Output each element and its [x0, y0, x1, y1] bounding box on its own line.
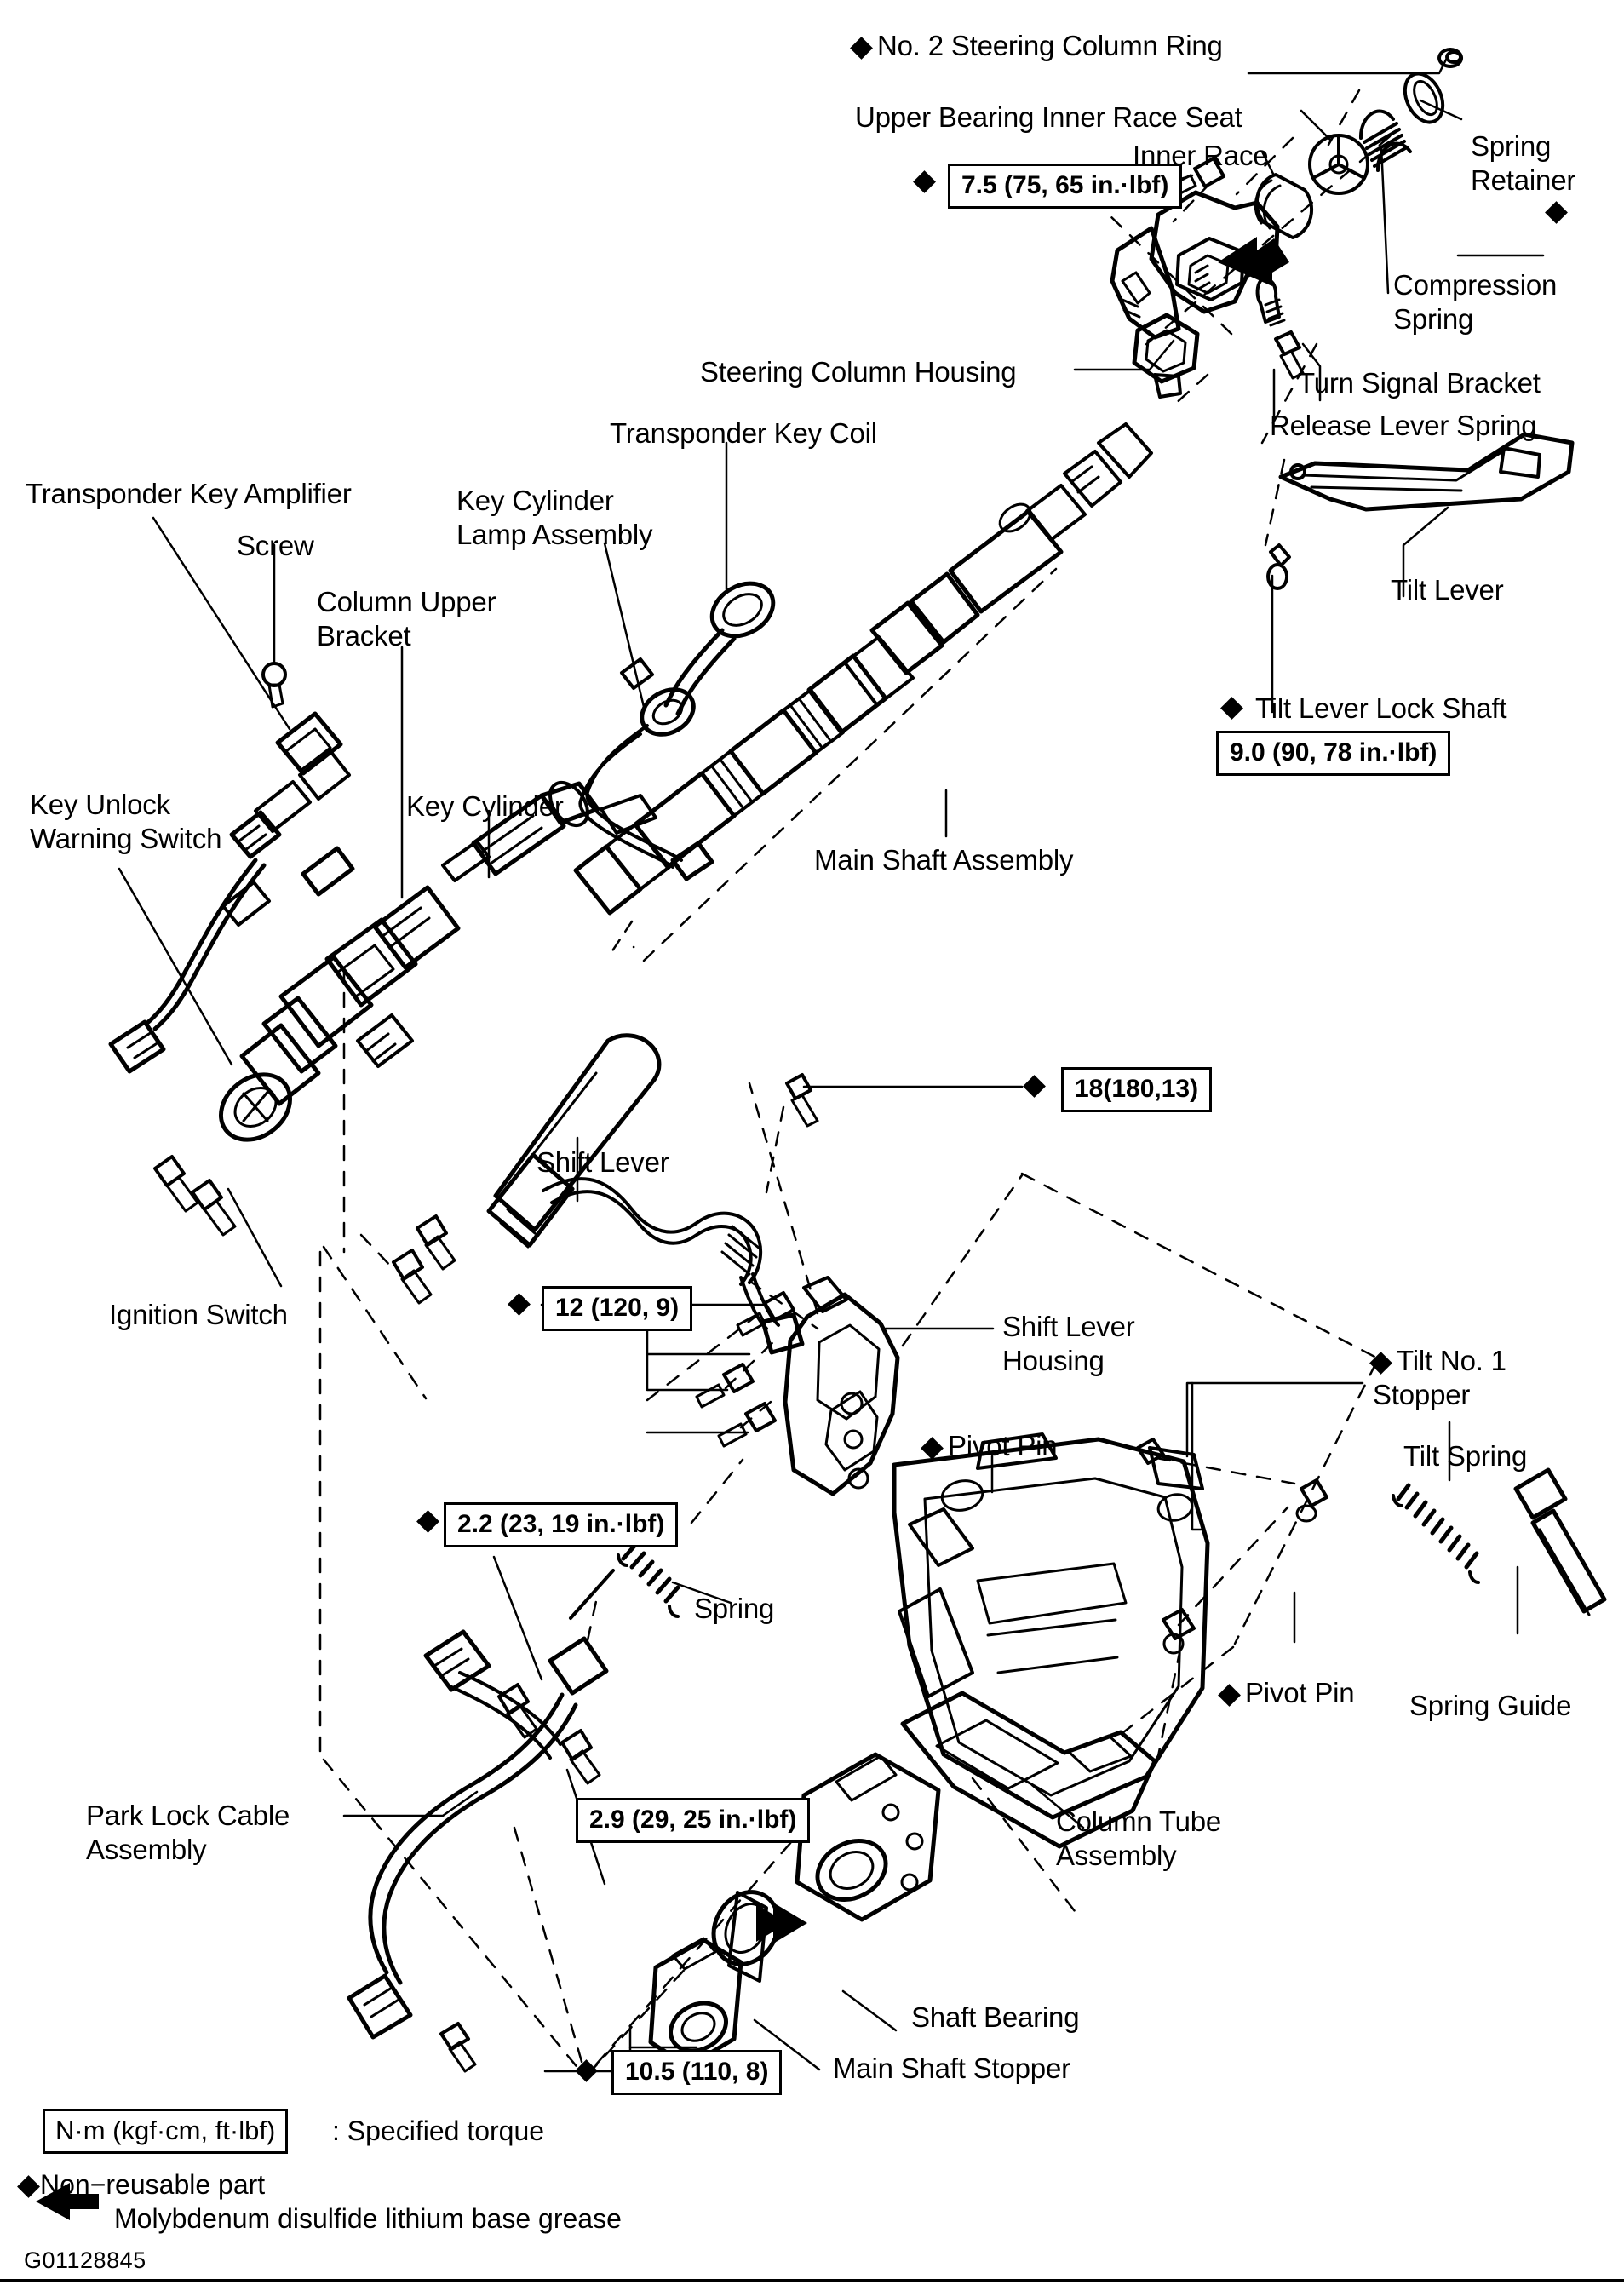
diamond-icon-shift-lever-housing — [508, 1293, 531, 1316]
label-shaft-bearing: Shaft Bearing — [911, 2001, 1080, 2033]
label-inner-race: Inner Race — [1133, 140, 1269, 171]
torque-spec-park-lock-cable-upper: 2.2 (23, 19 in.·lbf) — [444, 1502, 679, 1547]
label-ignition-switch: Ignition Switch — [109, 1299, 288, 1330]
legend-torque-units-box: N·m (kgf·cm, ft·lbf) — [43, 2109, 289, 2154]
diamond-icon-spring-retainer — [1545, 201, 1568, 224]
diamond-icon-tilt-lever-lock-shaft — [1220, 697, 1243, 720]
torque-spec-park-lock-cable-lower: 2.9 (29, 25 in.·lbf) — [576, 1798, 811, 1843]
label-tilt-lever-lock-shaft: Tilt Lever Lock Shaft — [1255, 692, 1507, 724]
figure-id: G01128845 — [24, 2248, 146, 2273]
legend-non-reusable: Non−reusable part — [17, 2168, 265, 2201]
diamond-icon-tilt-no1-stopper — [1369, 1352, 1392, 1375]
label-turn-signal-bracket: Turn Signal Bracket — [1298, 367, 1541, 399]
diamond-icon-park-lock-upper — [416, 1510, 439, 1533]
label-pivot-pin-lower: Pivot Pin — [1218, 1676, 1355, 1710]
label-main-shaft-assembly: Main Shaft Assembly — [814, 844, 1074, 876]
bottom-rule — [0, 2279, 1624, 2282]
label-no2-steering-column-ring: No. 2 Steering Column Ring — [850, 29, 1223, 63]
diamond-icon-no2-ring — [850, 37, 873, 60]
label-tilt-spring: Tilt Spring — [1403, 1440, 1528, 1472]
diamond-icon-shift-lever-bolt — [1023, 1075, 1046, 1098]
diamond-icon-main-shaft-stopper — [575, 2059, 598, 2082]
torque-spec-upper-bearing: 7.5 (75, 65 in.·lbf) — [948, 164, 1183, 209]
label-key-cylinder: Key Cylinder — [406, 790, 564, 822]
label-tilt-lever: Tilt Lever — [1391, 574, 1504, 606]
torque-spec-tilt-lever-lock-shaft: 9.0 (90, 78 in.·lbf) — [1216, 731, 1451, 776]
label-spring: Spring — [694, 1593, 775, 1624]
torque-spec-main-shaft-stopper: 10.5 (110, 8) — [611, 2050, 783, 2095]
label-steering-column-housing: Steering Column Housing — [700, 356, 1017, 388]
label-shift-lever: Shift Lever — [537, 1146, 669, 1178]
label-transponder-key-coil: Transponder Key Coil — [610, 417, 877, 449]
diamond-icon-torque-upper-bearing — [913, 170, 936, 193]
label-screw: Screw — [237, 530, 314, 561]
label-spring-guide: Spring Guide — [1409, 1690, 1572, 1721]
diamond-icon-legend — [17, 2175, 40, 2198]
diamond-icon-pivot-pin-upper — [921, 1437, 944, 1460]
legend-torque-meaning: : Specified torque — [332, 2116, 545, 2146]
label-main-shaft-stopper: Main Shaft Stopper — [833, 2052, 1070, 2084]
label-pivot-pin-upper: Pivot Pin — [921, 1429, 1058, 1463]
label-transponder-key-amplifier: Transponder Key Amplifier — [26, 478, 352, 509]
torque-spec-shift-lever-bolt: 18(180,13) — [1061, 1067, 1213, 1112]
legend-grease: Molybdenum disulfide lithium base grease — [114, 2203, 622, 2234]
label-upper-bearing-inner-race-seat: Upper Bearing Inner Race Seat — [855, 101, 1242, 133]
torque-spec-shift-lever-housing: 12 (120, 9) — [542, 1286, 693, 1331]
diamond-icon-pivot-pin-lower — [1218, 1684, 1241, 1707]
label-release-lever-spring: Release Lever Spring — [1270, 410, 1537, 441]
